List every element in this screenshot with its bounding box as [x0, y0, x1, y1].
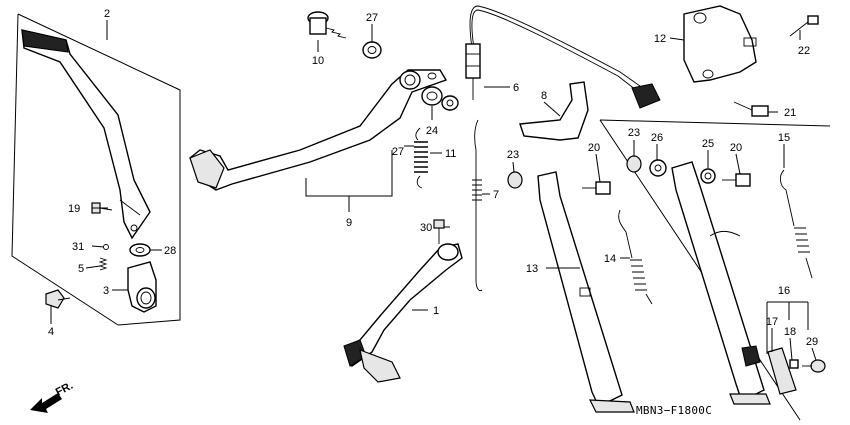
callout-8: 8: [541, 90, 547, 102]
stand-pad: [741, 345, 761, 367]
callout-18: 18: [784, 326, 796, 338]
callout-10: 10: [312, 55, 324, 67]
ball-31: [103, 244, 109, 250]
callout-7: 7: [493, 189, 499, 201]
callout-20-left: 20: [588, 142, 600, 154]
callout-5: 5: [78, 263, 84, 275]
kickstarter-arm: [21, 29, 151, 240]
callout-6: 6: [513, 82, 519, 94]
bolt-21: [733, 101, 769, 117]
brake-switch: [465, 5, 661, 109]
kickstarter-boss: [127, 261, 157, 313]
main-stand: [671, 161, 771, 405]
callout-27-lower: 27: [392, 146, 404, 158]
washer-24: [441, 95, 459, 111]
callout-15: 15: [778, 132, 790, 144]
spring-14: [618, 209, 653, 305]
bolt-22: [789, 15, 819, 37]
rubber-17: [767, 347, 797, 395]
bracket-8: [519, 81, 589, 141]
spring-5: [98, 257, 108, 271]
callout-1: 1: [433, 305, 439, 317]
side-stand-13: [537, 171, 635, 413]
callout-21: 21: [784, 107, 796, 119]
callout-29: 29: [806, 336, 818, 348]
collar-18: [789, 359, 799, 369]
callout-13: 13: [526, 263, 538, 275]
washer-27-top: [362, 41, 382, 59]
bolt-20-left: [582, 181, 611, 195]
front-direction-arrow: FR.: [30, 380, 75, 413]
collar-23-right: [626, 155, 642, 173]
leader-lines: [50, 20, 817, 361]
bolt-29: [802, 359, 826, 373]
callout-27-top: 27: [366, 12, 378, 24]
callout-23-left: 23: [507, 149, 519, 161]
spring-15: [779, 169, 813, 279]
callout-25: 25: [702, 138, 714, 150]
bolt-4: [45, 289, 71, 309]
kickstarter-group-frame: [11, 13, 181, 326]
front-label: FR.: [54, 380, 75, 399]
washer-25: [700, 168, 716, 184]
cap-23-left: [507, 171, 523, 189]
brake-pedal: [189, 69, 448, 191]
return-spring-7: [472, 119, 483, 292]
washer-26: [649, 159, 667, 177]
callout-3: 3: [103, 285, 109, 297]
callout-14: 14: [604, 253, 616, 265]
callout-2: 2: [104, 8, 110, 20]
bolt-20-right: [722, 173, 751, 187]
callout-30: 30: [420, 222, 432, 234]
callout-19: 19: [68, 203, 80, 215]
bracket-12: [683, 5, 757, 83]
callout-11: 11: [445, 148, 456, 160]
washer-28: [129, 243, 151, 257]
callout-17: 17: [766, 316, 778, 328]
callout-12: 12: [654, 33, 666, 45]
callout-22: 22: [798, 45, 810, 57]
callout-31: 31: [72, 241, 84, 253]
spring-11: [414, 127, 428, 189]
callout-9: 9: [346, 217, 352, 229]
bolt-30: [433, 219, 445, 244]
diagram-code: MBN3−F1800C: [636, 404, 712, 417]
bushing-27-lower: [421, 86, 443, 106]
callout-23-right: 23: [628, 127, 640, 139]
stand-group-frame: [599, 119, 831, 127]
callout-4: 4: [48, 326, 54, 338]
callout-24: 24: [426, 125, 438, 137]
callout-labels: 2 19 31 28 5 3 4 10 27 6 8 24 27 11 9 7 …: [48, 8, 818, 348]
callout-16: 16: [778, 285, 790, 297]
callout-26: 26: [651, 132, 663, 144]
pivot-bolt-10: [307, 11, 347, 39]
callout-20-right: 20: [730, 142, 742, 154]
gearshift-pedal: [343, 243, 463, 383]
callout-28: 28: [164, 245, 176, 257]
